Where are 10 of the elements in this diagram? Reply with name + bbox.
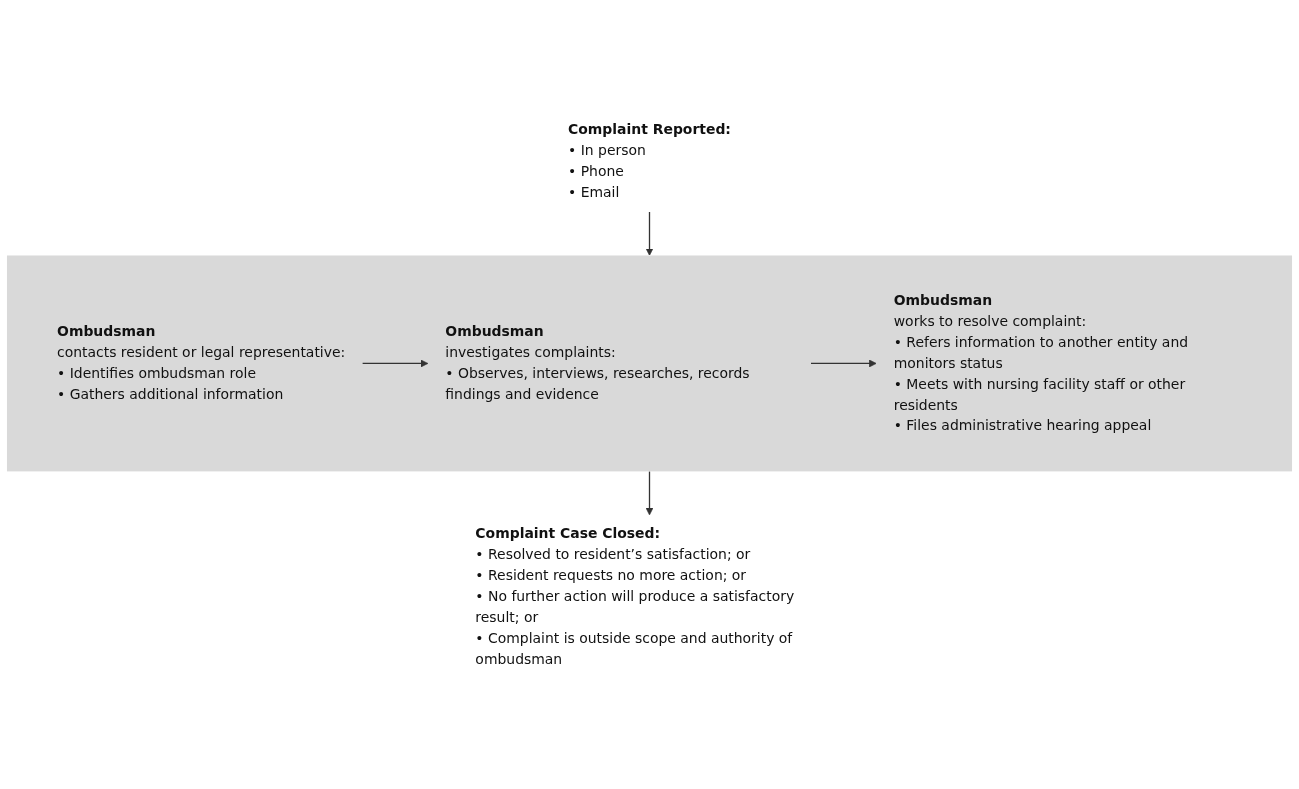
node-text: Ombudsman works to resolve complaint: • Refers information to another entity and monitors status • Meets with nursing facility staff or other residents • Files administrative hearing appeal xyxy=(893,291,1189,434)
cluster xyxy=(7,255,1292,472)
node-text: Complaint Reported: • In person • Phone • Email xyxy=(568,121,731,201)
node-text: Complaint Case Closed: • Resolved to resident’s satisfaction; or • Resident requests no more action; or • No further action will produce a satisfactory result; or • Complaint is outside scope and authority of ombudsman xyxy=(475,525,795,667)
arrow xyxy=(645,470,654,515)
arrow xyxy=(361,359,429,367)
node-text: Ombudsman investigates complaints: • Observes, interviews, researches, records findings and evidence xyxy=(445,323,750,403)
arrow xyxy=(645,211,654,256)
arrow xyxy=(810,359,877,367)
node-text: Ombudsman contacts resident or legal representative: • Identifies ombudsman role • Gathers additional information xyxy=(57,323,346,403)
